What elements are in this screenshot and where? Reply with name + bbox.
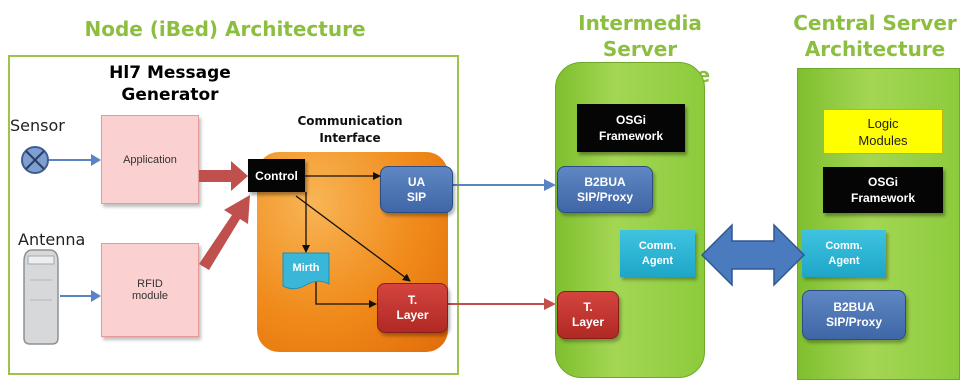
logic-modules-box: Logic Modules xyxy=(823,109,943,154)
logic-modules-line1: Logic xyxy=(867,115,899,131)
rfid-to-control-arrow xyxy=(199,195,250,270)
sensor-to-application-arrow xyxy=(49,154,101,166)
intermedia-osgi-box: OSGi Framework xyxy=(577,104,685,152)
control-box: Control xyxy=(248,159,305,192)
ua-label-line2: SIP xyxy=(406,189,427,204)
intermedia-title-line1: Intermedia xyxy=(578,11,702,35)
application-label: Application xyxy=(123,153,177,166)
intermedia-b2bua-line2: SIP/Proxy xyxy=(576,189,634,204)
hl7-generator-title: Hl7 Message Generator xyxy=(95,62,245,106)
intermedia-tlayer-box: T. Layer xyxy=(557,291,619,339)
rfid-module-box: RFID module xyxy=(101,243,199,337)
antenna-to-rfid-arrow xyxy=(60,290,101,302)
antenna-label: Antenna xyxy=(18,230,86,249)
central-title-line2: Architecture xyxy=(804,37,946,61)
central-b2bua-line2: SIP/Proxy xyxy=(825,315,883,329)
node-tlayer-box: T. Layer xyxy=(377,283,448,333)
intermedia-tlayer-line1: T. xyxy=(583,300,593,314)
intermedia-agent-line1: Comm. xyxy=(638,239,677,252)
rfid-label-line2: module xyxy=(131,290,169,302)
central-b2bua-line1: B2BUA xyxy=(833,300,875,314)
comm-title-line2: Interface xyxy=(319,131,381,145)
mirth-label: Mirth xyxy=(292,262,320,274)
comm-title-line1: Communication xyxy=(297,114,403,128)
central-b2bua-box: B2BUA SIP/Proxy xyxy=(802,290,906,340)
server-link-double-arrow xyxy=(700,223,806,287)
node-architecture-title: Node (iBed) Architecture xyxy=(84,17,366,41)
intermedia-agent-line2: Agent xyxy=(641,254,674,267)
rfid-label-line1: RFID xyxy=(137,278,163,290)
communication-interface-title: Communication Interface xyxy=(285,113,415,147)
intermedia-osgi-line1: OSGi xyxy=(615,113,646,127)
intermedia-b2bua-box: B2BUA SIP/Proxy xyxy=(557,166,653,213)
hl7-title-line2: Generator xyxy=(121,85,219,105)
central-osgi-line1: OSGi xyxy=(867,175,898,189)
tlayer-to-tlayer-arrow xyxy=(448,298,556,310)
mirth-to-tlayer-arrow xyxy=(315,282,377,308)
hl7-title-line1: Hl7 Message xyxy=(109,63,231,83)
node-tlayer-line1: T. xyxy=(407,293,418,307)
sensor-label: Sensor xyxy=(10,116,65,135)
application-box: Application xyxy=(101,115,199,204)
ua-sip-box: UA SIP xyxy=(380,166,453,213)
central-comm-agent-box: Comm. Agent xyxy=(802,230,886,277)
antenna-device-icon xyxy=(23,249,59,345)
central-osgi-line2: Framework xyxy=(850,191,916,205)
central-osgi-box: OSGi Framework xyxy=(823,167,943,213)
central-title-line1: Central Server xyxy=(793,11,957,35)
application-to-control-arrow xyxy=(199,161,248,191)
control-to-tlayer-arrow xyxy=(295,195,411,282)
ua-label-line1: UA xyxy=(407,174,426,189)
sensor-icon xyxy=(21,146,49,174)
control-label: Control xyxy=(255,168,298,183)
mirth-document-shape xyxy=(282,252,330,290)
ua-to-b2bua-arrow xyxy=(453,179,556,191)
intermedia-osgi-line2: Framework xyxy=(598,129,664,143)
central-agent-line1: Comm. xyxy=(825,239,863,252)
node-tlayer-line2: Layer xyxy=(396,308,429,322)
central-title: Central Server Architecture xyxy=(790,10,960,62)
logic-modules-line2: Modules xyxy=(858,132,908,148)
intermedia-b2bua-line1: B2BUA xyxy=(584,174,626,189)
intermedia-comm-agent-box: Comm. Agent xyxy=(620,230,695,277)
intermedia-tlayer-line2: Layer xyxy=(571,315,605,329)
central-agent-line2: Agent xyxy=(828,254,860,267)
